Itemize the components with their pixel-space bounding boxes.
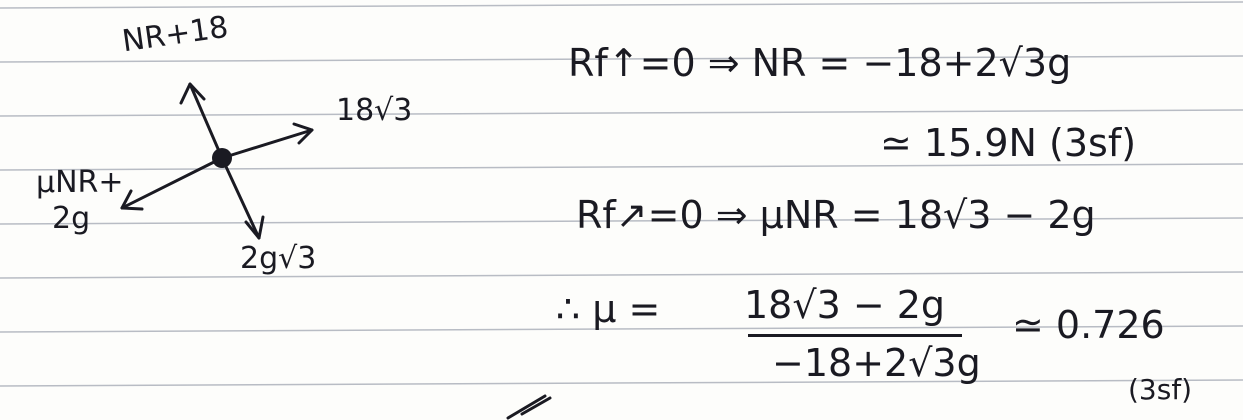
equation-line-1: Rf↑=0 ⇒ NR = −18+2√3g [568, 41, 1072, 85]
fraction-numerator: 18√3 − 2g [744, 283, 946, 327]
fraction-bar [748, 334, 962, 337]
result-value: ≃ 0.726 [1012, 303, 1165, 347]
fraction-denominator: −18+2√3g [772, 341, 981, 385]
equation-line-3: Rf↗=0 ⇒ μNR = 18√3 − 2g [576, 193, 1096, 237]
result-note: (3sf) [1128, 373, 1193, 406]
equation-line-2: ≃ 15.9N (3sf) [880, 121, 1137, 165]
equation-line-4-prefix: ∴ μ = [556, 287, 661, 331]
label-force-left-2: 2g [52, 201, 91, 236]
particle-dot [212, 148, 232, 168]
label-force-right: 18√3 [336, 93, 413, 128]
stray-mark [506, 394, 552, 420]
label-force-left-1: μNR+ [36, 165, 124, 200]
label-force-down: 2g√3 [240, 241, 317, 276]
force-diagram [120, 82, 314, 240]
